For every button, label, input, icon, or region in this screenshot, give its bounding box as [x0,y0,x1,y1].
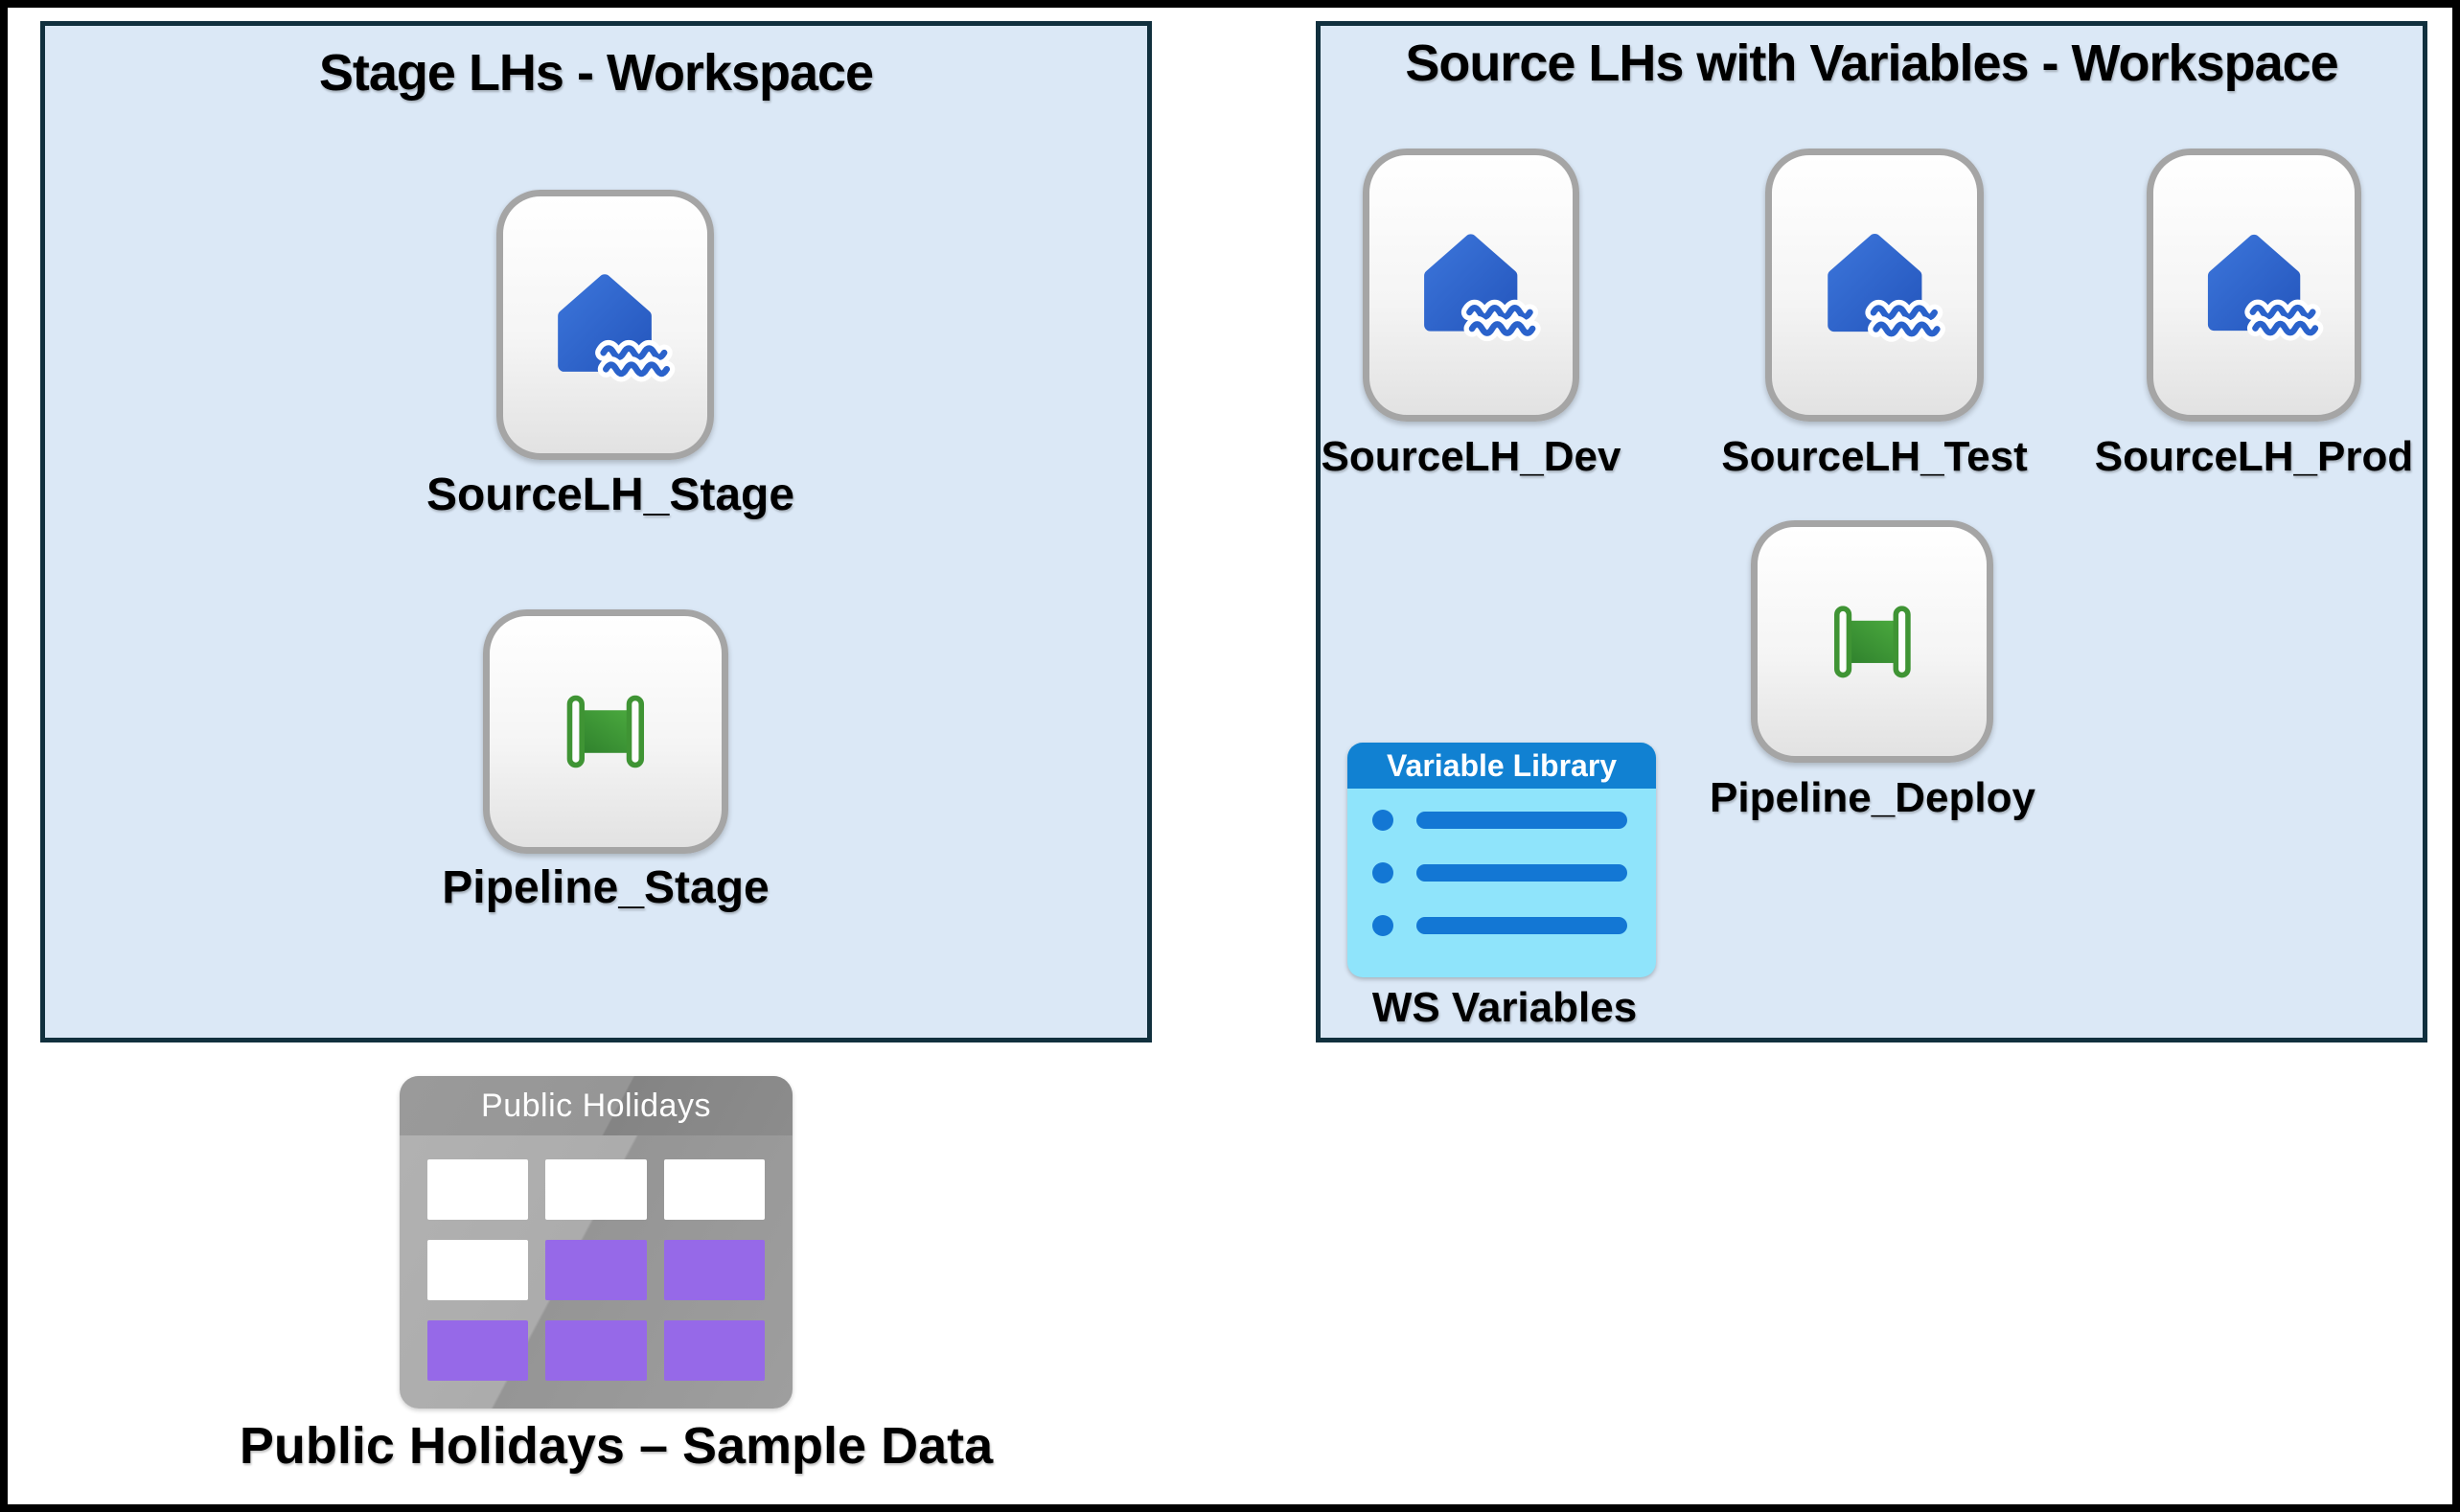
lakehouse-label: SourceLH_Stage [425,470,795,520]
stage-workspace-box: Stage LHs - Workspace SourceLH_Stage Pip… [40,21,1152,1042]
bullet-dot-icon [1372,810,1393,831]
lakehouse-label: SourceLH_Prod [2094,433,2414,480]
variable-bar [1416,812,1627,829]
variable-row [1372,915,1627,936]
pipeline-icon [1751,520,1993,763]
lakehouse-icon [1765,149,1984,422]
variable-library-icon: Variable Library [1347,743,1656,977]
pipeline-icon [483,609,728,854]
table-icon-grid [400,1135,793,1409]
lakehouse-house-glyph [558,274,676,382]
pipeline-label: Pipeline_Deploy [1710,774,2035,821]
table-cell [545,1320,647,1381]
variable-row [1372,810,1627,831]
table-icon: Public Holidays [400,1076,793,1409]
variable-bar [1416,864,1627,882]
source-workspace-box: Source LHs with Variables - Workspace So… [1316,21,2427,1042]
variable-bar [1416,917,1627,934]
table-cell [545,1159,647,1220]
pipeline-glyph [1833,606,1911,677]
sample-data-label: Public Holidays – Sample Data [239,1417,994,1475]
variable-library-label: WS Variables [1371,984,1638,1031]
lakehouse-house-glyph [1424,234,1541,342]
bullet-dot-icon [1372,862,1393,883]
table-cell [663,1240,765,1300]
variable-library-header: Variable Library [1347,743,1656,789]
table-cell [663,1320,765,1381]
pipeline-glyph [566,695,645,768]
lakehouse-label: SourceLH_Dev [1321,433,1621,480]
variable-row [1372,862,1627,883]
bullet-dot-icon [1372,915,1393,936]
lakehouse-icon [2147,149,2361,422]
lakehouse-house-glyph [1827,234,1945,342]
table-icon-header: Public Holidays [400,1076,793,1135]
lakehouse-house-glyph [2207,235,2324,341]
lakehouse-icon [496,190,714,460]
lakehouse-label: SourceLH_Test [1721,433,2028,480]
table-cell [545,1240,647,1300]
table-cell [427,1159,529,1220]
lakehouse-icon [1363,149,1579,422]
table-cell [663,1159,765,1220]
pipeline-label: Pipeline_Stage [442,862,770,913]
source-workspace-title: Source LHs with Variables - Workspace [1405,34,2338,92]
table-cell [427,1320,529,1381]
variable-library-list [1347,789,1656,936]
stage-workspace-title: Stage LHs - Workspace [318,44,874,102]
table-cell [427,1240,529,1300]
